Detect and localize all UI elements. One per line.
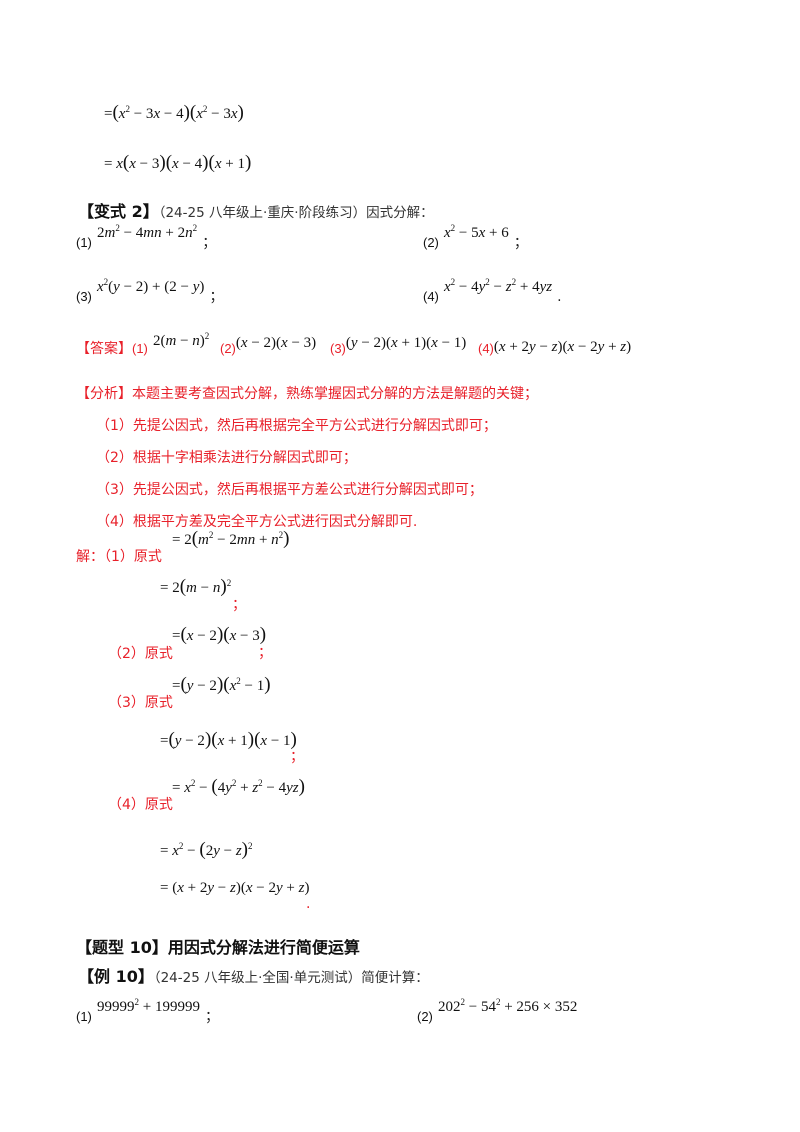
solution-step-3-end: ； — [290, 749, 304, 765]
solution-step-1-line-1: = 2(m2 − 2mn + n2) — [172, 528, 290, 549]
answer-1: 2(m − n)2 — [152, 331, 210, 350]
variant2-problem-3: (3) x2(y − 2) + (2 − y) ； — [76, 277, 224, 306]
analysis-point-2: （2）根据十字相乘法进行分解因式即可； — [96, 450, 357, 466]
solution-step-2-label: （2）原式 — [108, 646, 173, 662]
variant2-problem-4: (4) x2 − 4y2 − z2 + 4yz . — [423, 277, 562, 306]
analysis-heading: 【分析】 — [76, 386, 132, 402]
solution-step-2-end: ； — [258, 645, 272, 661]
solution-step-1-end: ； — [232, 597, 246, 613]
analysis-intro-line: 【分析】本题主要考查因式分解，熟练掌握因式分解的方法是解题的关键； — [76, 386, 538, 402]
answer-3-wrap: (3)(y − 2)(x + 1)(x − 1) — [330, 335, 467, 356]
example10-problem-2: (2) 2022 − 542 + 256 × 352 — [417, 997, 578, 1025]
answer-2: (x − 2)(x − 3) — [235, 335, 317, 351]
solution-step-4-label: （4）原式 — [108, 797, 173, 813]
solution-step-4-end: . — [306, 896, 311, 912]
prev-solution-line-1: =(x2 − 3x − 4)(x2 − 3x) — [104, 102, 244, 123]
analysis-point-3: （3）先提公因式，然后再根据平方差公式进行分解因式即可； — [96, 482, 483, 498]
solution-step-1-line-2: = 2(m − n)2 — [160, 576, 232, 597]
analysis-point-1: （1）先提公因式，然后再根据完全平方公式进行分解因式即可； — [96, 418, 497, 434]
solution-step-3-line-2: =(y − 2)(x + 1)(x − 1) — [160, 729, 297, 750]
answer-row: 【答案】(1) 2(m − n)2 — [76, 331, 210, 358]
variant2-heading: 【变式 2】 — [78, 202, 159, 221]
solution-step-1-label: 解：（1）原式 — [76, 549, 162, 565]
example10-problem-1: (1) 999992 + 199999 ； — [76, 997, 220, 1026]
solution-step-3-line-1: =(y − 2)(x2 − 1) — [172, 674, 271, 695]
solution-step-2-line-1: =(x − 2)(x − 3) — [172, 624, 267, 645]
example10-heading: 【例 10】 — [78, 967, 154, 986]
solution-step-4-line-2: = x2 − (2y − z)2 — [160, 839, 253, 860]
solution-step-4-line-3: = (x + 2y − z)(x − 2y + z) — [160, 880, 310, 896]
example10-header: 【例 10】（24-25 八年级上·全国·单元测试）简便计算： — [78, 963, 429, 987]
variant2-problem-2: (2) x2 − 5x + 6 ； — [423, 223, 528, 252]
variant2-source: （24-25 八年级上·重庆·阶段练习）因式分解： — [158, 205, 434, 221]
answer-2-wrap: (2)(x − 2)(x − 3) — [220, 335, 317, 356]
variant2-problem-1: (1) 2m2 − 4mn + 2n2 ； — [76, 223, 217, 252]
answer-4: (x + 2y − z)(x − 2y + z) — [493, 339, 632, 355]
solution-step-4-line-1: = x2 − (4y2 + z2 − 4yz) — [172, 776, 305, 797]
analysis-point-4: （4）根据平方差及完全平方公式进行因式分解即可. — [96, 514, 418, 530]
type10-heading: 【题型 10】用因式分解法进行简便运算 — [76, 938, 360, 957]
answer-4-wrap: (4)(x + 2y − z)(x − 2y + z) — [478, 339, 632, 356]
answer-heading: 【答案】 — [76, 341, 132, 357]
example10-source: （24-25 八年级上·全国·单元测试）简便计算： — [153, 970, 429, 986]
answer-3: (y − 2)(x + 1)(x − 1) — [345, 335, 467, 351]
variant2-header: 【变式 2】（24-25 八年级上·重庆·阶段练习）因式分解： — [78, 198, 434, 222]
prev-solution-line-2: = x(x − 3)(x − 4)(x + 1) — [104, 152, 252, 173]
solution-step-3-label: （3）原式 — [108, 695, 173, 711]
